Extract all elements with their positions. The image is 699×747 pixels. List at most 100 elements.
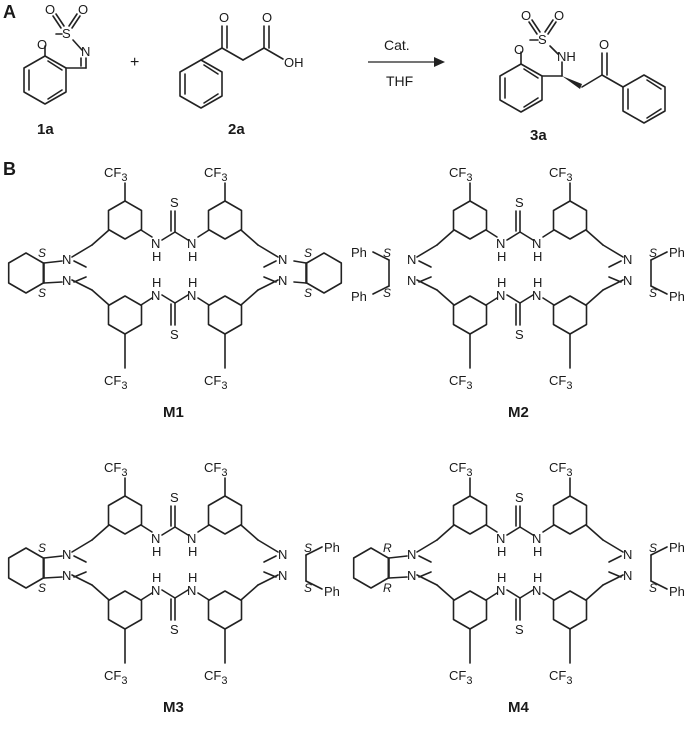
amine-n: N: [623, 547, 632, 562]
thiourea-n: N: [532, 583, 541, 598]
phenyl-label: Ph: [324, 540, 340, 555]
amine-n: N: [278, 568, 287, 583]
cf3-group-label: CF3: [549, 165, 572, 184]
amine-n: N: [62, 568, 71, 583]
thiourea-n: N: [151, 288, 160, 303]
bond-line: [519, 526, 534, 536]
bond-line: [485, 229, 498, 238]
bond-line: [305, 546, 323, 556]
bond-line: [436, 584, 455, 601]
bond-line: [263, 276, 277, 283]
thiourea-n: N: [496, 288, 505, 303]
p-oxygen-sulfonyl-2: O: [554, 8, 564, 23]
bond-line: [485, 524, 498, 533]
aryl-ring: [107, 295, 143, 335]
bond-line: [585, 524, 604, 541]
arrow-label-solvent: THF: [386, 73, 413, 89]
bond-line: [585, 229, 604, 246]
bond-line: [257, 539, 279, 553]
bond-line: [73, 276, 87, 283]
aryl-ring: [207, 590, 243, 630]
bond-line: [161, 589, 176, 599]
bond-line: [418, 571, 432, 578]
panel-label-a: A: [3, 2, 16, 22]
bond-line: [485, 297, 498, 306]
amine-n: N: [62, 252, 71, 267]
cyclohexane-ring: [305, 252, 343, 294]
reactant-1a-label: 1a: [37, 121, 54, 138]
p-oxygen-sulfonyl-1: O: [521, 8, 531, 23]
bond-line: [43, 281, 63, 284]
bond-line: [542, 592, 555, 601]
bond-line: [305, 580, 323, 590]
cf3-group-label: CF3: [104, 460, 127, 479]
stereo-descriptor: R: [383, 541, 392, 555]
bond-line: [43, 555, 63, 559]
aryl-ring: [107, 200, 143, 240]
thiourea-h: H: [533, 570, 542, 585]
thiourea-h: H: [497, 544, 506, 559]
cf3-group-label: CF3: [204, 460, 227, 479]
bond-line: [608, 260, 622, 268]
thiourea-sulfur: S: [170, 490, 179, 505]
stereo-descriptor: R: [383, 581, 392, 595]
aryl-ring: [552, 495, 588, 535]
thiourea-sulfur: S: [515, 490, 524, 505]
amine-n: N: [278, 273, 287, 288]
bond-line: [542, 524, 555, 533]
reactant-2a-structure: [179, 25, 284, 109]
bond-line: [91, 229, 110, 246]
bond-line: [650, 580, 668, 590]
bond-line: [197, 297, 210, 306]
r1-oxygen-sulfonyl-2: O: [78, 2, 88, 17]
bond-line: [519, 589, 534, 599]
phenyl-label: Ph: [669, 584, 685, 599]
reaction-arrow-head: [434, 57, 445, 67]
bond-line: [43, 260, 63, 264]
bond-line: [240, 524, 259, 541]
cf3-group-label: CF3: [104, 373, 127, 392]
phenyl-label: Ph: [324, 584, 340, 599]
macrocycle-label: M4: [508, 699, 529, 716]
arrow-label-catalyst: Cat.: [384, 37, 410, 53]
bond-line: [506, 526, 521, 536]
bond-line: [506, 294, 521, 304]
bond-line: [140, 592, 153, 601]
reactant-1a-structure: [23, 13, 87, 105]
r1-oxygen-sulfonyl-1: O: [45, 2, 55, 17]
cf3-group-label: CF3: [449, 668, 472, 687]
bond-line: [542, 297, 555, 306]
bond-line: [608, 555, 622, 563]
cf3-group-label: CF3: [549, 668, 572, 687]
phenyl-label: Ph: [669, 540, 685, 555]
thiourea-n: N: [187, 583, 196, 598]
bond-line: [519, 294, 534, 304]
aryl-ring: [452, 590, 488, 630]
bond-line: [161, 526, 176, 536]
bond-line: [174, 294, 189, 304]
stereo-descriptor: S: [649, 581, 657, 595]
bond-line: [650, 285, 668, 295]
thiourea-n: N: [187, 531, 196, 546]
aryl-ring: [107, 495, 143, 535]
stereo-descriptor: S: [649, 541, 657, 555]
bond-line: [436, 289, 455, 306]
amine-n: N: [62, 273, 71, 288]
thiourea-sulfur: S: [170, 327, 179, 342]
bond-line: [240, 584, 259, 601]
thiourea-n: N: [532, 236, 541, 251]
thiourea-n: N: [496, 583, 505, 598]
bond-line: [263, 571, 277, 578]
thiourea-sulfur: S: [170, 195, 179, 210]
product-3a-structure: [499, 19, 666, 124]
amine-n: N: [407, 273, 416, 288]
r1-oxygen-ring: O: [37, 37, 47, 52]
bond-line: [436, 229, 455, 246]
r1-nitrogen: N: [81, 44, 90, 59]
r2-oxygen-ketone: O: [219, 10, 229, 25]
aryl-ring: [452, 200, 488, 240]
aryl-ring: [552, 200, 588, 240]
bond-line: [418, 555, 432, 563]
thiourea-h: H: [497, 249, 506, 264]
